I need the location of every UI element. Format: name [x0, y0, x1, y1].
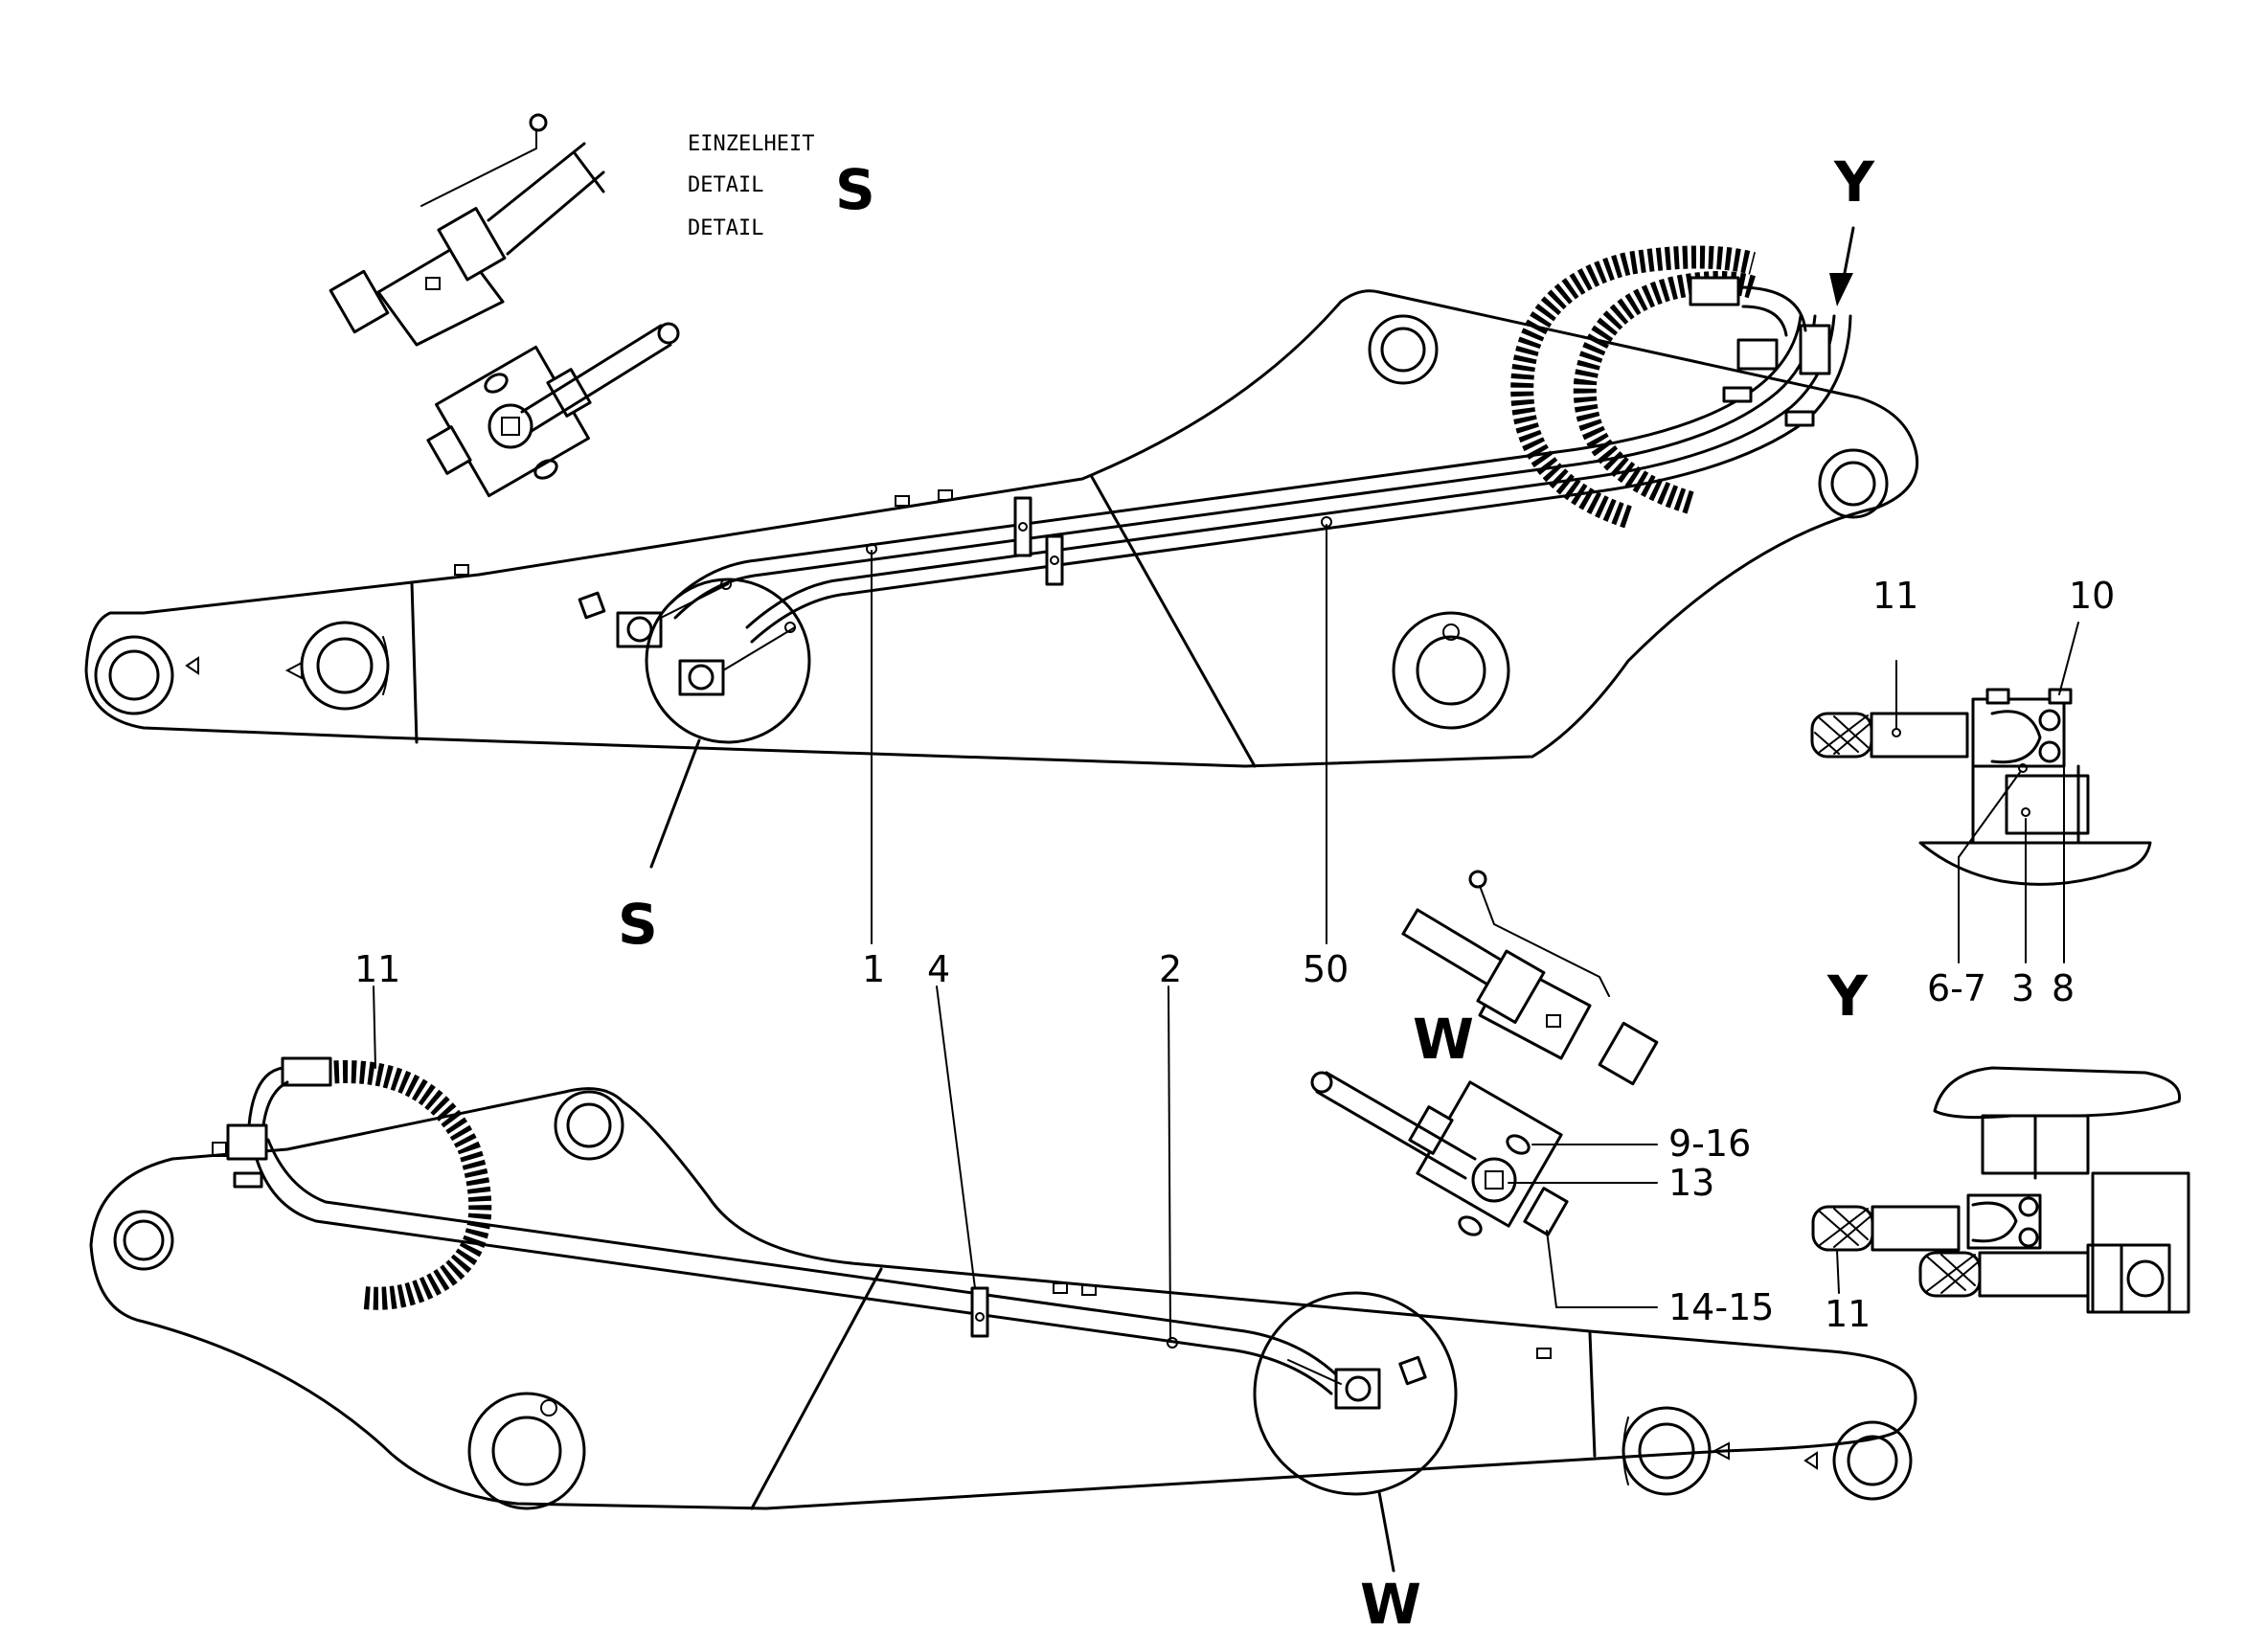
part-leaders — [373, 524, 1327, 1340]
label-y-arrow: Y — [1833, 149, 1875, 215]
part-number-8: 8 — [2052, 967, 2075, 1009]
label-w-detail: W — [1413, 1007, 1474, 1072]
upper-pipe-1b — [673, 314, 1817, 620]
upper-ball-valves — [578, 578, 796, 696]
detail-s-circle — [645, 578, 811, 744]
detail-header-line2: DETAIL — [688, 173, 763, 197]
pipe-clamp — [1013, 496, 1032, 557]
upper-boom — [84, 245, 1919, 869]
part-number-9-16: 9-16 — [1668, 1122, 1751, 1165]
lower-ball-valve — [1287, 1355, 1427, 1410]
detail-header-line3: DETAIL — [688, 216, 763, 240]
view-y-arrow — [1829, 226, 1855, 306]
part-number-2: 2 — [1159, 948, 1182, 990]
part-number-4: 4 — [927, 948, 950, 990]
label-s-callout: S — [618, 892, 658, 957]
lower-boom-pin-left — [113, 1210, 174, 1271]
view-y-top — [1810, 622, 2152, 963]
lower-boom — [89, 1056, 1917, 1573]
view-y-bottom — [1811, 1066, 2190, 1314]
part-number-10: 10 — [2069, 575, 2115, 617]
lower-boom-pin-mid — [467, 1392, 586, 1510]
lower-boom-pin-right — [1622, 1406, 1730, 1496]
label-w-callout: W — [1360, 1572, 1421, 1632]
upper-boom-pin-end — [1818, 448, 1889, 519]
upper-boom-pin-mid — [185, 621, 390, 711]
detail-w-circle — [1253, 1291, 1458, 1496]
part-number-50: 50 — [1303, 948, 1349, 990]
lower-hose-fittings — [212, 1056, 332, 1189]
part-number-11-left: 11 — [354, 948, 400, 990]
lower-boom-weld-line — [750, 1267, 883, 1510]
upper-hose-fittings — [1689, 276, 1831, 427]
detail-w-top-view — [1310, 1071, 1658, 1308]
upper-boom-pin-left — [94, 635, 174, 715]
label-y-view: Y — [1826, 963, 1869, 1029]
detail-w-leader — [1377, 1490, 1395, 1573]
part-number-13: 13 — [1668, 1162, 1714, 1204]
part-number-11-right: 11 — [1825, 1293, 1871, 1335]
lower-boom-weld-line — [1588, 1331, 1597, 1458]
lower-hose — [324, 1060, 492, 1310]
part-number-3: 3 — [2011, 967, 2034, 1009]
part-number-14-15: 14-15 — [1668, 1286, 1774, 1328]
detail-header-line1: EINZELHEIT — [688, 132, 814, 156]
pipe-clamp — [1045, 534, 1064, 586]
upper-pipe-2 — [745, 314, 1836, 629]
upper-boom-pin-right — [1392, 611, 1510, 730]
detail-w-side-view — [1401, 870, 1659, 1086]
detail-s-side-view — [329, 113, 605, 347]
lower-boom-pin-end — [1803, 1420, 1913, 1501]
part-number-11-top: 11 — [1872, 575, 1918, 617]
detail-s-leader — [649, 738, 701, 869]
part-number-1: 1 — [862, 948, 885, 990]
part-number-6-7: 6-7 — [1927, 967, 1986, 1009]
upper-boom-weld-line — [410, 580, 419, 744]
detail-s-letter: S — [835, 157, 875, 222]
lower-boom-outline — [89, 1087, 1917, 1510]
detail-s-top-view — [426, 322, 680, 498]
upper-pipe-2b — [750, 314, 1852, 644]
upper-boom-pin-top — [1368, 314, 1439, 385]
lower-boom-pin-top — [554, 1090, 624, 1161]
detail-s-views — [329, 113, 680, 498]
upper-pipe-1 — [669, 314, 1803, 605]
